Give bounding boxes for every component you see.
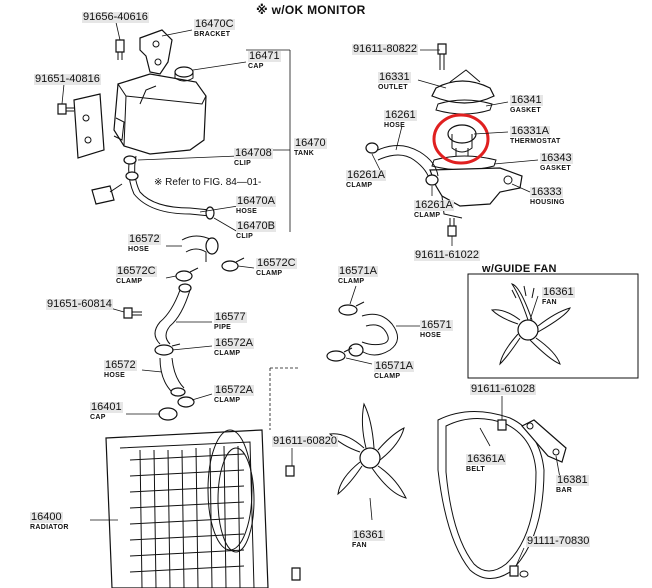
name-cap-2: CAP [90, 414, 106, 421]
cooling-fan-illustration [285, 402, 407, 521]
part-16331[interactable]: 16331 [378, 71, 411, 83]
part-16471[interactable]: 16471 [248, 50, 281, 62]
part-91611-80822[interactable]: 91611-80822 [352, 43, 419, 55]
thermostat-highlight-circle [432, 113, 490, 165]
part-16341[interactable]: 16341 [510, 94, 543, 106]
name-clip-1: CLIP [234, 160, 252, 167]
part-16361A[interactable]: 16361A [466, 453, 506, 465]
part-16381[interactable]: 16381 [556, 474, 589, 486]
part-16571[interactable]: 16571 [420, 319, 453, 331]
part-91651-40816[interactable]: 91651-40816 [34, 73, 101, 85]
name-hose-1: HOSE [236, 208, 258, 215]
part-16571A-2[interactable]: 16571A [374, 360, 414, 372]
name-hose-3: HOSE [128, 246, 150, 253]
leader-lines-belt [479, 396, 561, 567]
leader-lines-thermostat [371, 49, 539, 246]
part-16571A-1[interactable]: 16571A [338, 265, 378, 277]
part-16361-1[interactable]: 16361 [542, 286, 575, 298]
name-gasket-2: GASKET [540, 165, 571, 172]
name-clamp-4: CLAMP [116, 278, 143, 285]
part-16400[interactable]: 16400 [30, 511, 63, 523]
part-91611-61028[interactable]: 91611-61028 [470, 383, 537, 395]
name-cap-1: CAP [248, 63, 264, 70]
name-pipe: PIPE [214, 324, 232, 331]
name-hose-4: HOSE [420, 332, 442, 339]
part-16572A-2[interactable]: 16572A [214, 384, 254, 396]
name-clamp-6: CLAMP [214, 350, 241, 357]
name-radiator: RADIATOR [30, 524, 69, 531]
part-16470A[interactable]: 16470A [236, 195, 276, 207]
guide-fan-box [467, 273, 639, 379]
name-gasket-1: GASKET [510, 107, 541, 114]
part-16361-2[interactable]: 16361 [352, 529, 385, 541]
part-91611-61022[interactable]: 91611-61022 [414, 249, 481, 261]
name-clamp-3: CLAMP [256, 270, 283, 277]
part-16470C[interactable]: 16470C [194, 18, 235, 30]
part-91611-60820[interactable]: 91611-60820 [272, 435, 339, 447]
name-fan-2: FAN [352, 542, 367, 549]
thermostat-assembly-illustration [365, 43, 523, 237]
part-91651-60814[interactable]: 91651-60814 [46, 298, 113, 310]
part-16331A[interactable]: 16331A [510, 125, 550, 137]
part-16343[interactable]: 16343 [540, 152, 573, 164]
name-clamp-8: CLAMP [214, 397, 241, 404]
name-hose-5: HOSE [104, 372, 126, 379]
part-16572C-2[interactable]: 16572C [116, 265, 157, 277]
name-fan-1: FAN [542, 299, 557, 306]
part-16572A-1[interactable]: 16572A [214, 337, 254, 349]
name-thermostat: THERMOSTAT [510, 138, 561, 145]
part-16572-1[interactable]: 16572 [128, 233, 161, 245]
name-outlet: OUTLET [378, 84, 408, 91]
leader-lines-radiator [90, 367, 300, 521]
guide-fan-label: w/GUIDE FAN [482, 263, 557, 275]
name-clamp-7: CLAMP [374, 373, 401, 380]
name-tank: TANK [294, 150, 315, 157]
part-164708[interactable]: 164708 [234, 147, 273, 159]
part-16572-2[interactable]: 16572 [104, 359, 137, 371]
part-16261A-1[interactable]: 16261A [346, 169, 386, 181]
bottom-bolt [291, 567, 301, 581]
leader-lines-upper-hose [345, 285, 420, 365]
guide-fan-illustration [490, 283, 571, 366]
belt-illustration [437, 410, 567, 579]
name-housing: HOUSING [530, 199, 565, 206]
name-clamp-5: CLAMP [338, 278, 365, 285]
part-16470B[interactable]: 16470B [236, 220, 276, 232]
part-16577[interactable]: 16577 [214, 311, 247, 323]
name-bar: BAR [556, 487, 573, 494]
refer-to-figure: ※ Refer to FIG. 84—01- [154, 177, 262, 188]
part-91111-70830[interactable]: 91111-70830 [526, 535, 591, 547]
reservoir-tank-illustration [57, 29, 215, 220]
part-16572C-1[interactable]: 16572C [256, 257, 297, 269]
leader-lines-hoses [109, 245, 255, 415]
name-hose-2: HOSE [384, 122, 406, 129]
upper-hose-illustration [326, 301, 398, 362]
part-16261A-2[interactable]: 16261A [414, 199, 454, 211]
part-16261[interactable]: 16261 [384, 109, 417, 121]
name-belt: BELT [466, 466, 485, 473]
part-16401[interactable]: 16401 [90, 401, 123, 413]
name-clamp-2: CLAMP [414, 212, 441, 219]
name-clamp-1: CLAMP [346, 182, 373, 189]
name-bracket: BRACKET [194, 31, 231, 38]
leader-lines-tank [61, 17, 291, 233]
part-91656-40616[interactable]: 91656-40616 [82, 11, 149, 23]
part-16470[interactable]: 16470 [294, 137, 327, 149]
header-label: ※ w/OK MONITOR [256, 3, 366, 17]
name-clip-2: CLIP [236, 233, 254, 240]
part-16333[interactable]: 16333 [530, 186, 563, 198]
lower-hose-pipe-illustration [123, 235, 245, 421]
radiator-illustration [105, 429, 269, 588]
